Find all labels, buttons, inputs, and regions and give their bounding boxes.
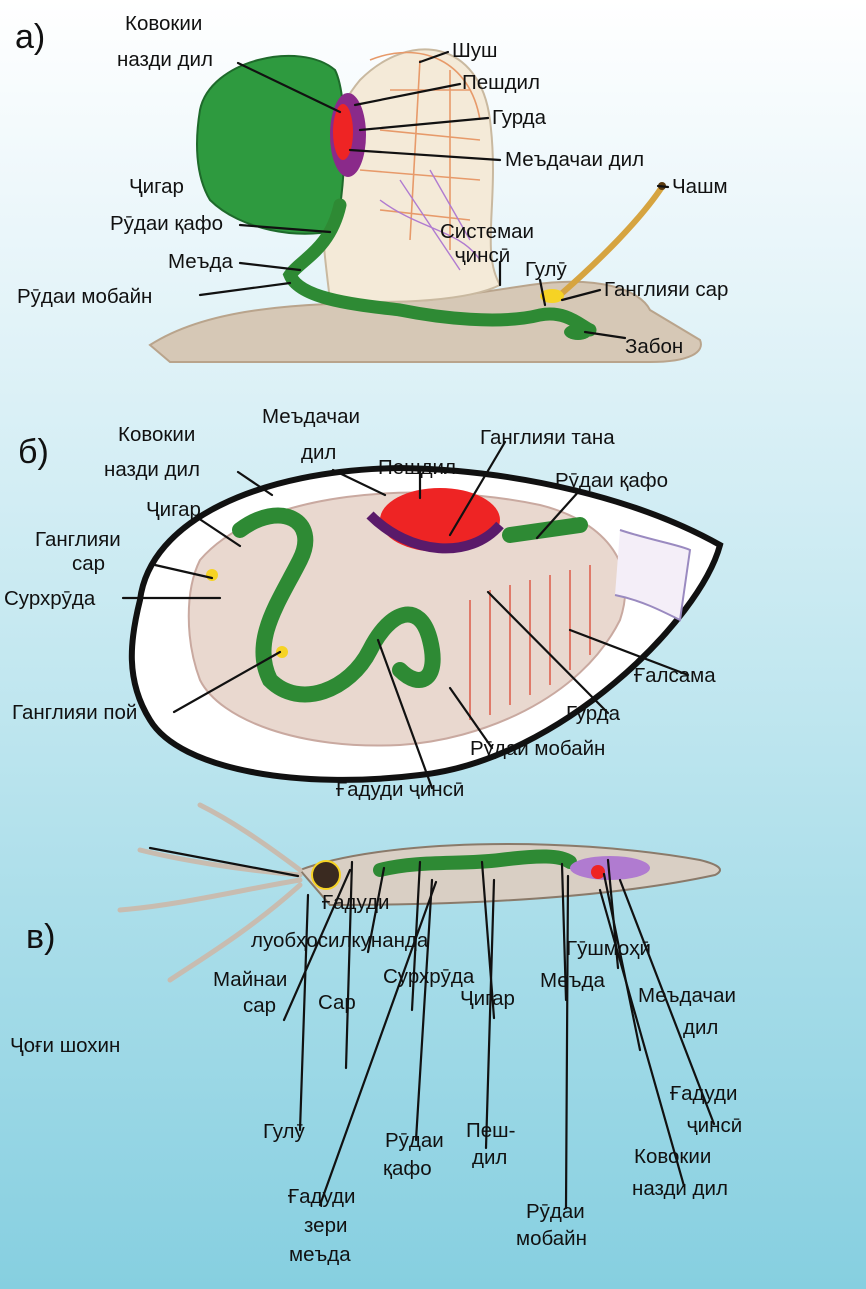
label: дил: [301, 441, 336, 464]
label: Сурхрӯда: [4, 587, 96, 610]
label: Сурхрӯда: [383, 965, 475, 988]
leader-line: [658, 186, 668, 187]
cerebral-ganglion: [206, 569, 218, 581]
label: Ганглияи: [35, 528, 121, 551]
label: Ҷигар: [460, 987, 515, 1010]
label: ҷинсӣ: [687, 1114, 742, 1137]
label: Ҷоғи шохин: [10, 1034, 120, 1057]
label: Забон: [625, 335, 683, 358]
label: Рӯдаи қафо: [555, 469, 668, 492]
panel-b-bivalve: [132, 468, 720, 780]
label: дил: [683, 1016, 718, 1039]
leader-line: [200, 283, 290, 295]
label: Гӯшмоҳӣ: [566, 937, 651, 960]
label: Гулӯ: [263, 1120, 305, 1143]
label: Ҷигар: [129, 175, 184, 198]
squid-heart: [591, 865, 605, 879]
label: Ковокии: [125, 12, 202, 35]
liver: [197, 56, 344, 234]
leader-line: [604, 874, 640, 1050]
label: Меъдачаи: [638, 984, 736, 1007]
label: Ганглияи тана: [480, 426, 615, 449]
panel-c-labels: в) Ғадуди луобҳосилкунанда Гӯшмоҳӣ Майна…: [10, 891, 742, 1266]
label: Рӯдаи мобайн: [470, 737, 605, 760]
label: Рӯдаи: [385, 1129, 444, 1152]
label: Меъда: [540, 969, 605, 992]
label: Ғадуди: [321, 891, 389, 914]
label: Ҷигар: [146, 498, 201, 521]
panel-letter: в): [26, 918, 55, 956]
label: назди дил: [104, 458, 200, 481]
label: Шуш: [452, 39, 497, 62]
label: Ғадуди ҷинсӣ: [335, 778, 464, 801]
heart-atrium: [333, 104, 353, 160]
label: ҷинсӣ: [455, 244, 510, 267]
label: Ғалсама: [633, 664, 716, 687]
panel-letter: а): [15, 18, 45, 56]
label: дил: [472, 1146, 507, 1169]
label: меъда: [289, 1243, 351, 1266]
leader-line: [566, 876, 568, 1208]
label: зери: [304, 1214, 347, 1237]
squid-arms: [120, 805, 300, 980]
label: Ковокии: [634, 1145, 711, 1168]
label: Ганглияи пой: [12, 701, 137, 724]
label: қафо: [383, 1157, 432, 1180]
label: Ғадуди: [669, 1082, 737, 1105]
label: Гурда: [566, 702, 621, 725]
label: Пеш-: [466, 1119, 515, 1142]
label: Меъдачаи дил: [505, 148, 644, 171]
label: Пешдил: [378, 456, 456, 479]
label: Рӯдаи қафо: [110, 212, 223, 235]
label: назди дил: [632, 1177, 728, 1200]
label: Рӯдаи: [526, 1200, 585, 1223]
label: Сар: [318, 991, 356, 1014]
label: назди дил: [117, 48, 213, 71]
label: Майнаи: [213, 968, 287, 991]
label: Системаи: [440, 220, 534, 243]
label: Рӯдаи мобайн: [17, 285, 152, 308]
label: Чашм: [672, 175, 728, 198]
label: Ганглияи сар: [604, 278, 728, 301]
squid-eye: [312, 861, 340, 889]
label: Меъдачаи: [262, 405, 360, 428]
leader-line: [416, 880, 432, 1140]
label: Гурда: [492, 106, 547, 129]
label: Ковокии: [118, 423, 195, 446]
label: Меъда: [168, 250, 233, 273]
label: сар: [243, 994, 276, 1017]
panel-letter: б): [18, 433, 49, 471]
label: Гулӯ: [525, 258, 567, 281]
label: сар: [72, 552, 105, 575]
label: Ғадуди: [287, 1185, 355, 1208]
panel-a-snail: [150, 49, 701, 362]
label: Пешдил: [462, 71, 540, 94]
label: луобҳосилкунанда: [251, 929, 429, 952]
label: мобайн: [516, 1227, 587, 1250]
